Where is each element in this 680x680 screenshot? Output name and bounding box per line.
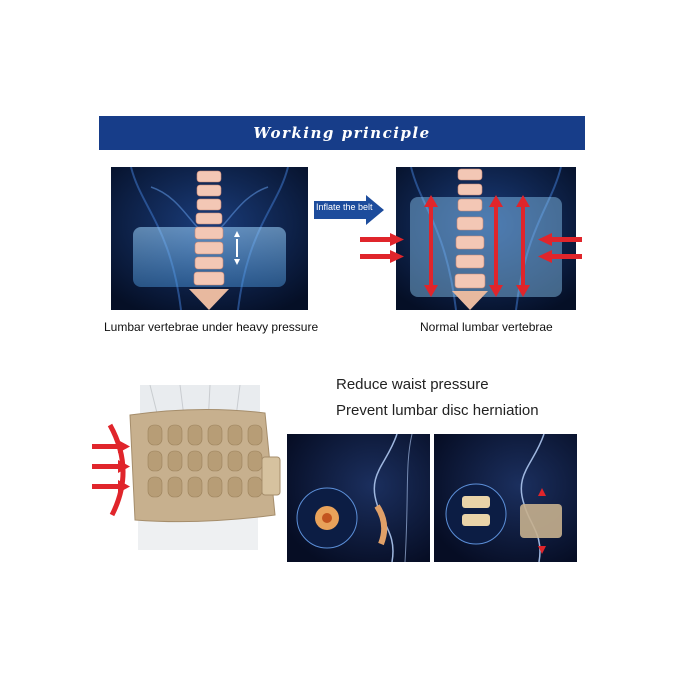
title-banner: Working principle <box>99 116 585 150</box>
right-caption: Normal lumbar vertebrae <box>420 320 553 334</box>
left-pressure-arrows <box>360 233 404 265</box>
left-caption: Lumbar vertebrae under heavy pressure <box>104 320 319 334</box>
right-pressure-arrows <box>538 233 582 265</box>
benefit-prevent-herniation: Prevent lumbar disc herniation <box>336 402 539 419</box>
section-title: Working principle <box>253 124 431 142</box>
belt-product-image <box>90 384 290 550</box>
inflate-arrow <box>314 195 384 225</box>
pressure-xray-image <box>287 434 430 562</box>
compressed-spine-image <box>111 167 308 310</box>
relief-xray-image <box>434 434 577 562</box>
inflate-label: Inflate the belt <box>316 202 373 212</box>
normal-spine-image <box>396 167 576 310</box>
benefit-reduce-pressure: Reduce waist pressure <box>336 376 489 393</box>
belt-pressure-arrows <box>92 438 132 498</box>
